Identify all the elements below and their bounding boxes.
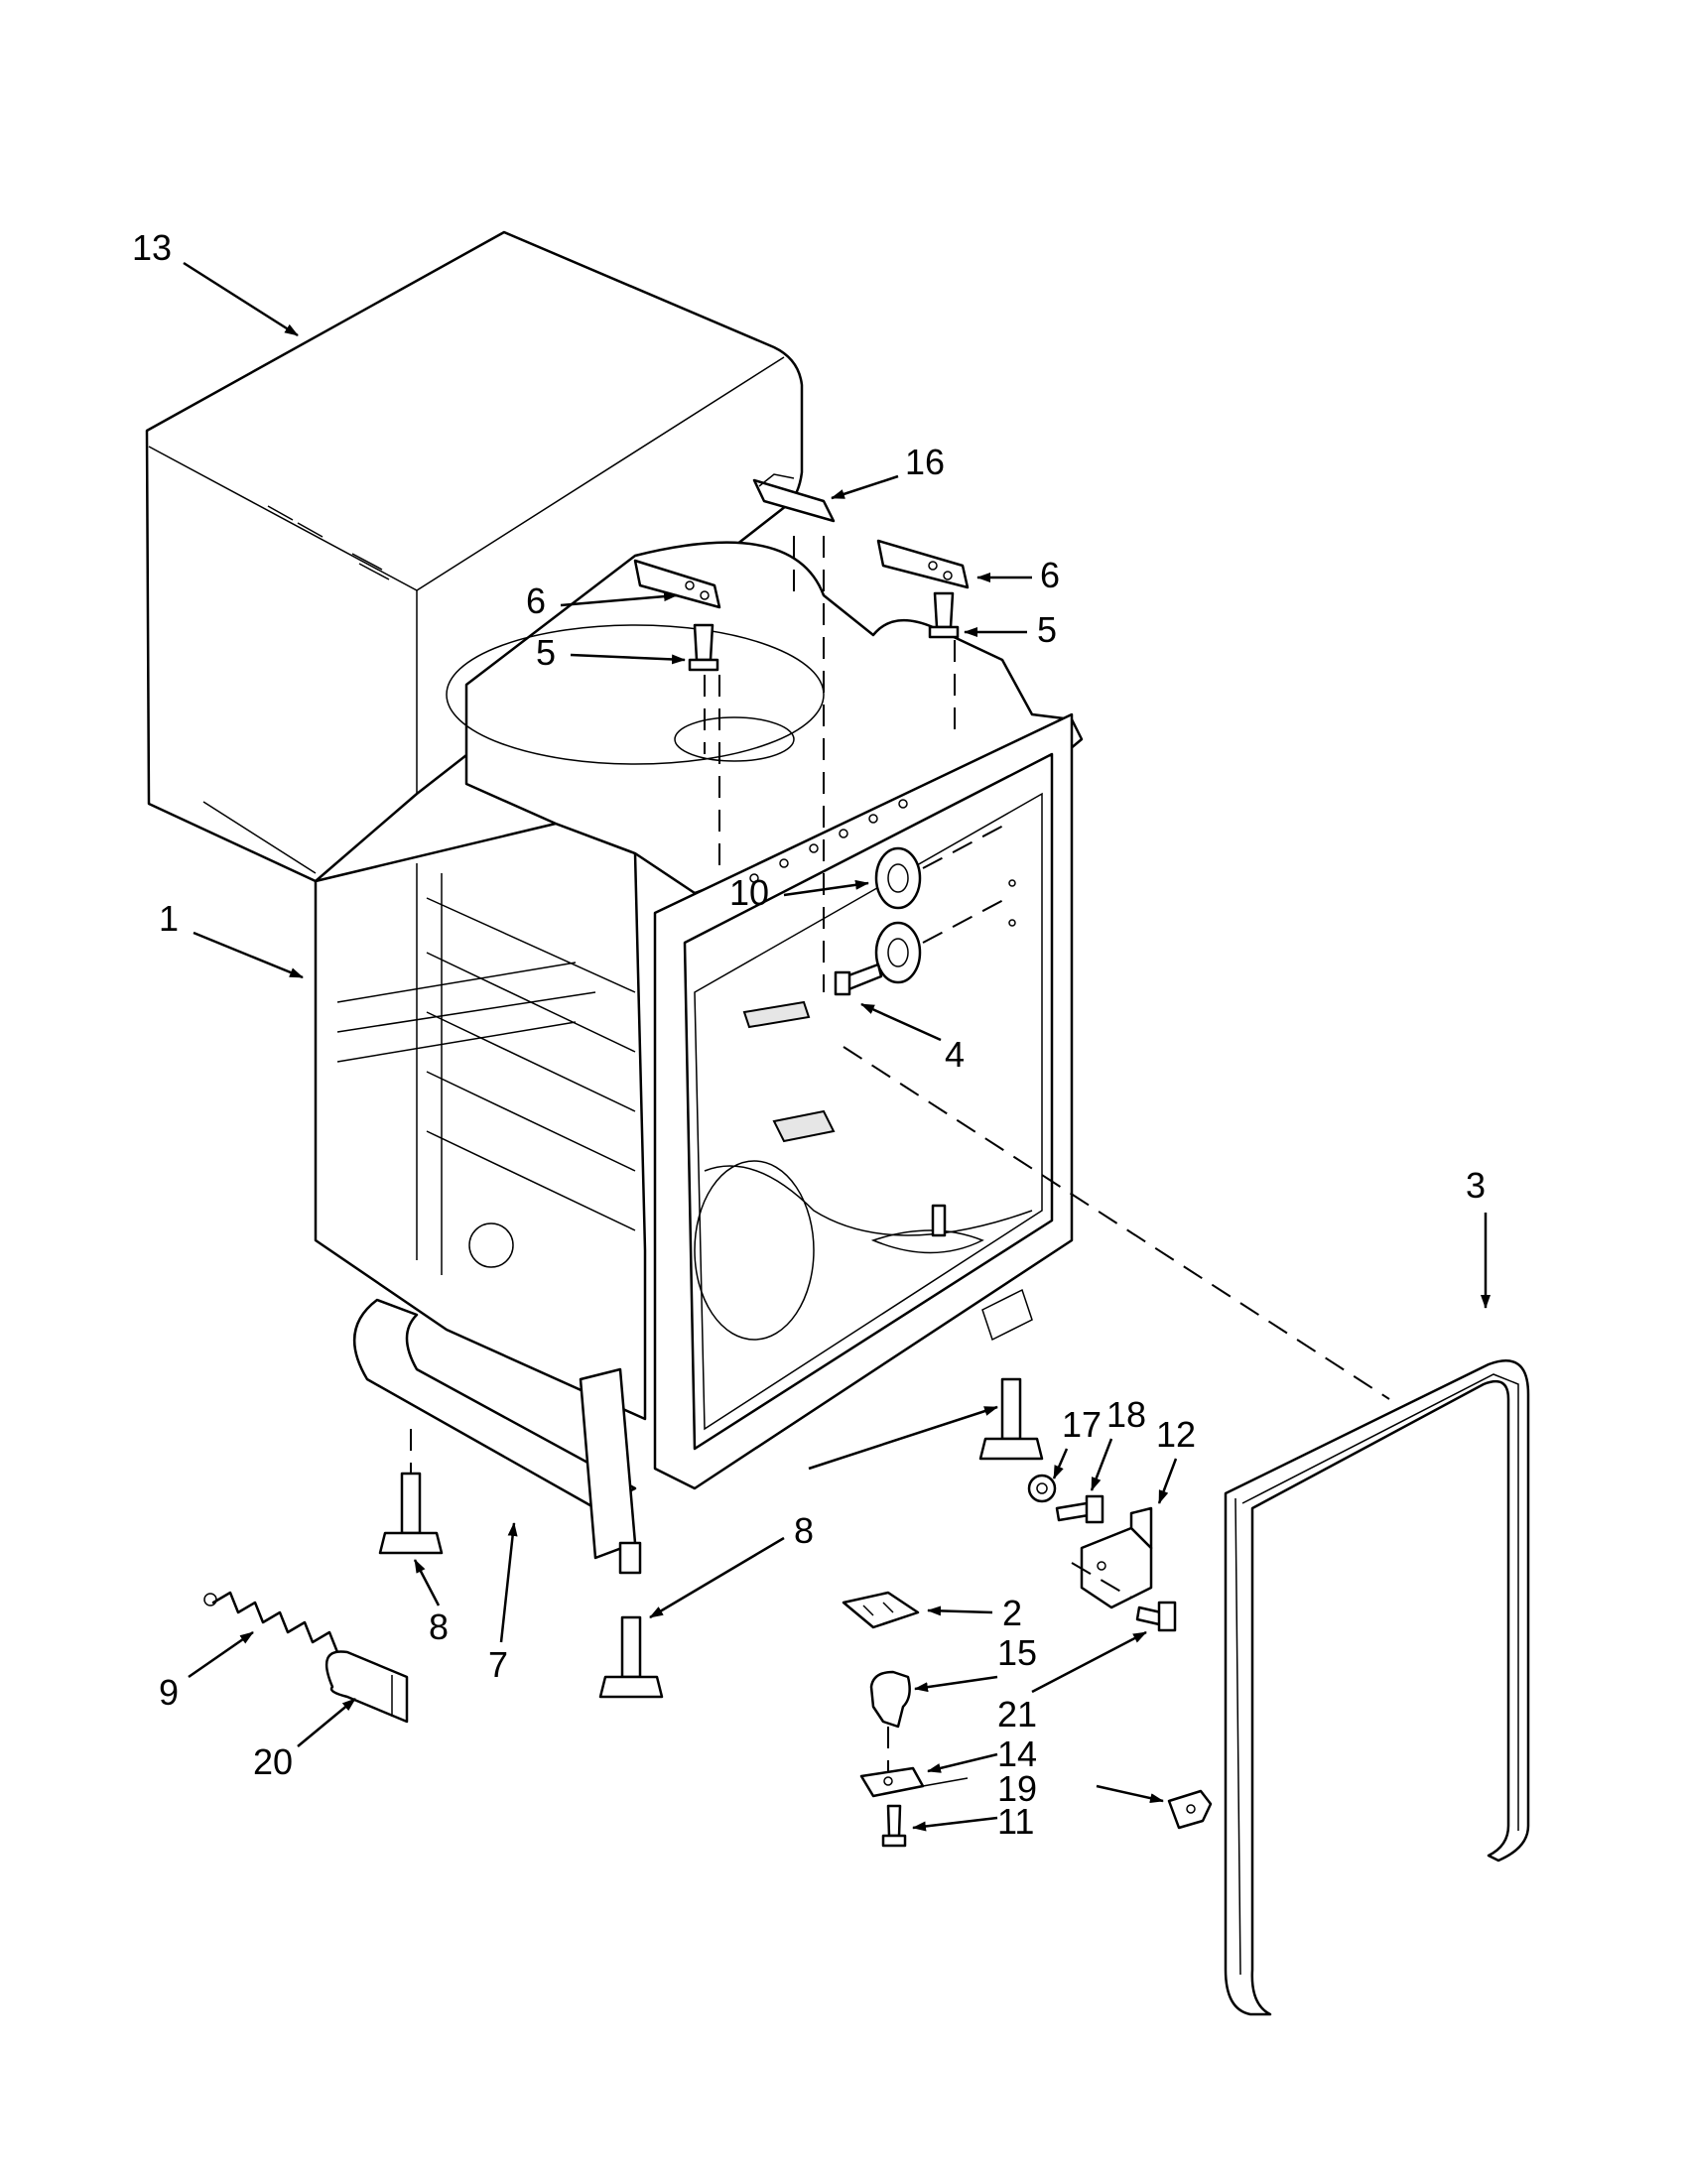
strike-part-14: [859, 1766, 969, 1798]
label-part-5-left: 5: [536, 632, 556, 673]
label-part-1: 1: [159, 898, 179, 939]
label-part-9: 9: [159, 1672, 179, 1713]
spring-part-9: [203, 1591, 339, 1654]
label-part-5-right: 5: [1037, 609, 1057, 650]
gasket-clip-part-19: [1167, 1789, 1213, 1830]
bracket-part-6-left: [633, 559, 721, 609]
label-part-13: 13: [132, 227, 172, 268]
label-part-18: 18: [1106, 1394, 1146, 1435]
bracket-part-6-right: [876, 539, 970, 589]
label-part-8-left: 8: [429, 1606, 449, 1647]
leveling-leg-part-8-center: [598, 1615, 664, 1699]
hinge-bracket-part-16: [752, 473, 836, 992]
mounting-bracket-part-12: [1071, 1506, 1153, 1609]
label-part-8-right: 8: [794, 1510, 814, 1551]
screw-part-11: [881, 1804, 907, 1848]
label-part-4: 4: [945, 1034, 965, 1075]
tub-part-1: [314, 541, 1084, 1490]
label-part-20: 20: [253, 1741, 293, 1782]
screw-part-5-left: [688, 623, 720, 873]
label-part-7: 7: [488, 1644, 508, 1685]
base-channel-part-7: [352, 1298, 642, 1575]
label-part-12: 12: [1156, 1414, 1196, 1455]
clip-part-2: [842, 1591, 920, 1629]
door-gasket-part-3: [1224, 1359, 1530, 2016]
screw-part-4: [834, 963, 883, 996]
leader-lines: [183, 261, 1491, 1832]
label-part-3: 3: [1466, 1165, 1486, 1206]
label-part-16: 16: [905, 442, 945, 482]
label-part-14: 14: [997, 1734, 1037, 1774]
leveling-leg-part-8-right: [978, 1377, 1044, 1461]
rack-roller-part-10: [874, 823, 1008, 984]
label-part-21: 21: [997, 1694, 1037, 1734]
screw-part-5-right: [928, 591, 960, 734]
label-part-15: 15: [997, 1632, 1037, 1673]
label-part-6-right: 6: [1040, 555, 1060, 595]
label-part-2: 2: [1002, 1593, 1022, 1633]
screw-part-18: [1055, 1494, 1104, 1524]
leveling-leg-part-8-left: [378, 1429, 444, 1555]
label-part-17: 17: [1062, 1404, 1102, 1445]
label-part-6-left: 6: [526, 580, 546, 621]
label-part-10: 10: [729, 872, 769, 913]
label-part-19: 19: [997, 1768, 1037, 1809]
nut-part-17: [1027, 1474, 1057, 1503]
cap-part-20: [325, 1650, 409, 1724]
gasket-dash-line: [843, 1046, 1390, 1400]
latch-part-15: [869, 1670, 911, 1771]
screw-part-21: [1135, 1601, 1177, 1632]
label-part-11: 11: [997, 1801, 1034, 1842]
